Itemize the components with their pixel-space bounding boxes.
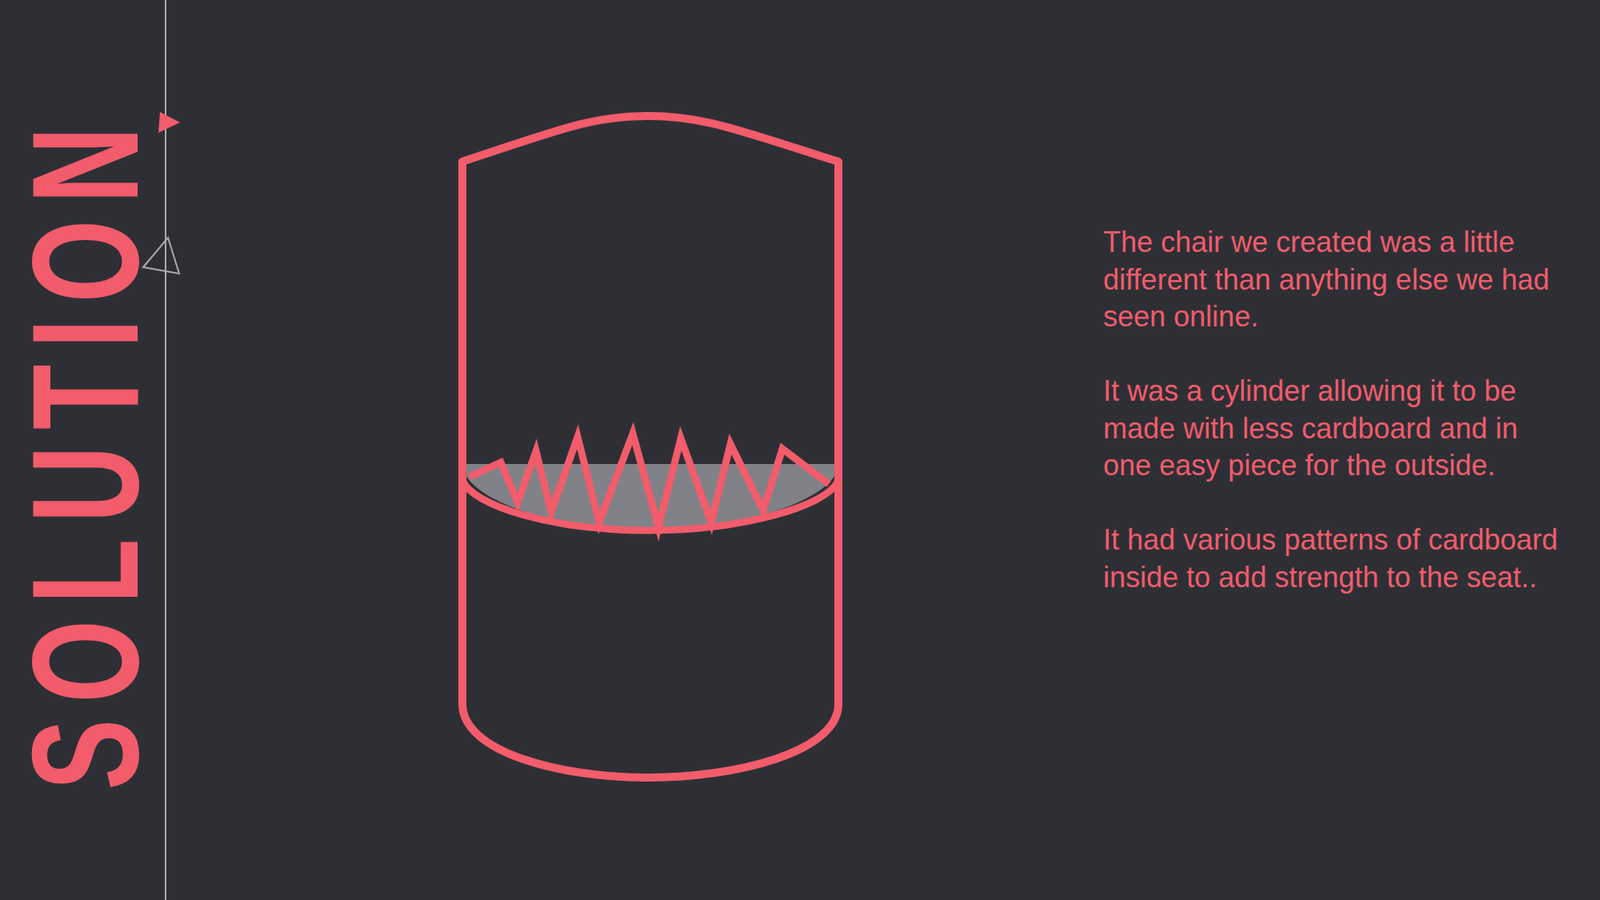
divider-line — [164, 0, 167, 900]
body-paragraph: The chair we created was a little differ… — [1103, 224, 1568, 336]
cylinder-outline — [462, 116, 839, 778]
marker-triangle — [158, 112, 180, 133]
body-paragraph: It had various patterns of cardboard ins… — [1103, 521, 1568, 596]
seat-edge — [462, 480, 839, 531]
slide-title: SOLUTION — [8, 110, 161, 791]
body-paragraph: It was a cylinder allowing it to be made… — [1103, 372, 1568, 485]
